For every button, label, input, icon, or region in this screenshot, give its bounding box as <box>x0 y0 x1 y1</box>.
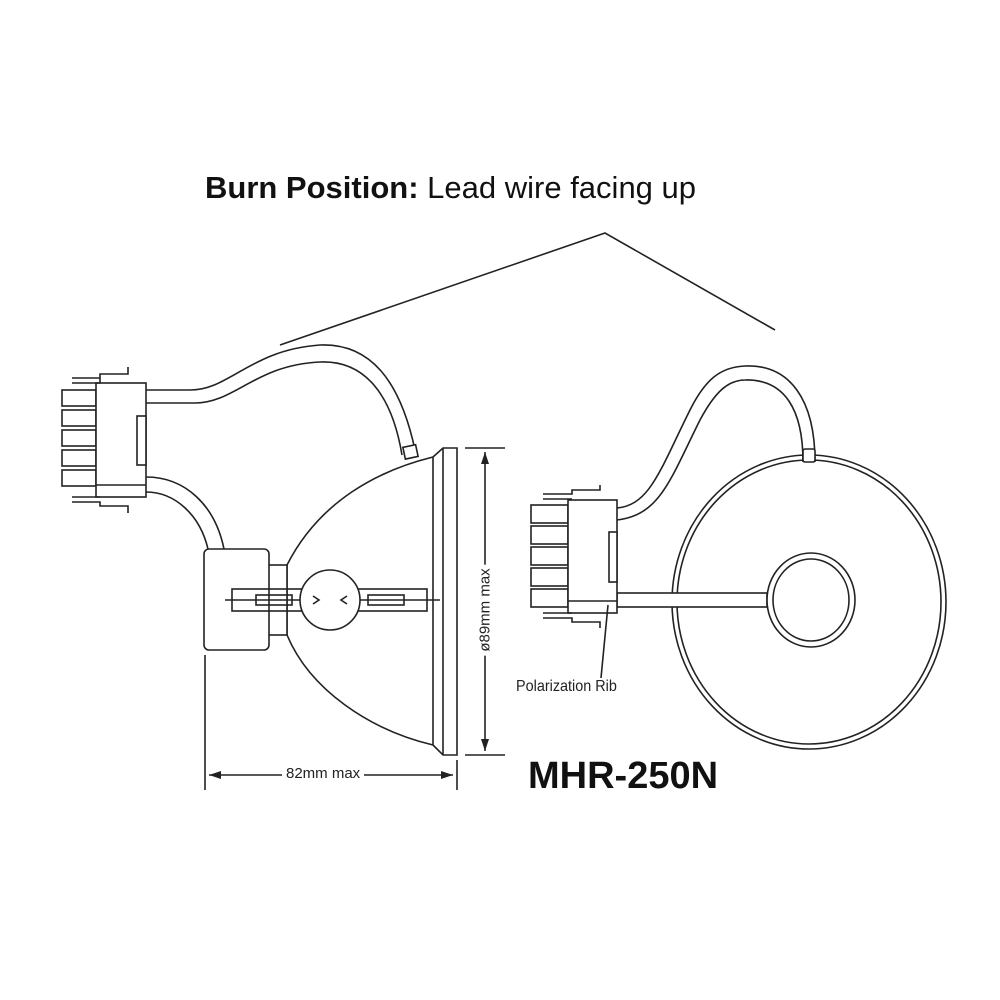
width-dimension-label: 82mm max <box>282 765 365 782</box>
connector-left <box>61 367 147 513</box>
lead-wire-upper <box>146 344 416 451</box>
title-leader-line <box>279 232 776 346</box>
model-number: MHR-250N <box>528 755 719 797</box>
center-ring <box>766 552 856 648</box>
connector-right <box>530 485 618 628</box>
lead-wire-lower <box>145 476 225 550</box>
burn-position-label: Burn Position: <box>205 170 419 205</box>
reflector <box>286 447 458 756</box>
polarization-rib-label: Polarization Rib <box>516 678 617 695</box>
arc-bulb <box>299 569 361 631</box>
diameter-dimension-label: ø89mm max <box>476 564 494 656</box>
polarization-rib-leader <box>600 604 609 679</box>
burn-position-title: Burn Position: Lead wire facing up <box>205 170 696 206</box>
burn-position-value: Lead wire facing up <box>427 170 697 205</box>
lamp-side-view <box>61 344 505 790</box>
lamp-front-view <box>530 365 947 750</box>
lead-wire-loop <box>616 365 816 509</box>
lead-wire-horizontal <box>616 592 768 608</box>
